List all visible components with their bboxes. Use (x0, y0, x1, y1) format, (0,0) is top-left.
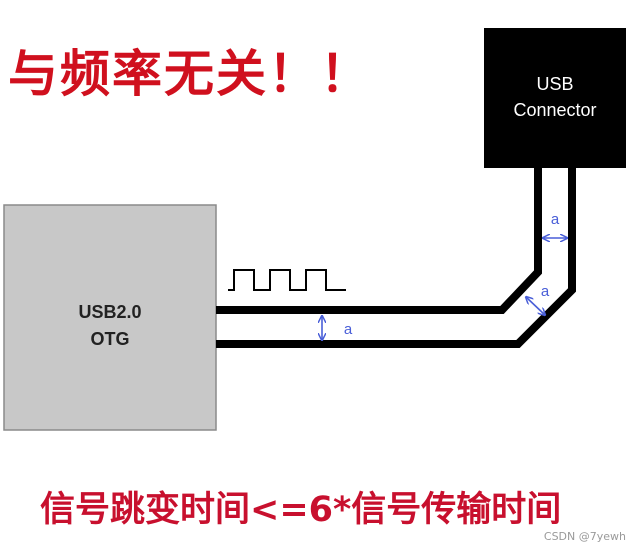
usb-connector-label-line2: Connector (513, 100, 596, 120)
spacing-dimension-vertical: a (543, 211, 567, 238)
watermark: CSDN @7yewh (543, 530, 626, 543)
usb-otg-label-line1: USB2.0 (78, 302, 141, 322)
spacing-dimension-horizontal: a (322, 316, 353, 340)
usb-otg-box: USB2.0 OTG (3, 204, 217, 431)
spacing-label-diagonal: a (541, 283, 550, 300)
usb-connector-label-line1: USB (536, 74, 573, 94)
spacing-label-horizontal: a (344, 321, 353, 338)
spacing-label-vertical: a (551, 211, 560, 228)
usb-otg-label-line2: OTG (91, 329, 130, 349)
square-wave-icon (228, 269, 346, 291)
upper-trace (216, 168, 542, 314)
spacing-dimension-diagonal: a (526, 283, 550, 315)
lower-trace (216, 168, 576, 348)
usb-connector-box: USB Connector (484, 28, 626, 168)
page-title: 与频率无关！！ (8, 45, 372, 103)
caption-rule: 信号跳变时间<=6*信号传输时间 (40, 490, 562, 530)
